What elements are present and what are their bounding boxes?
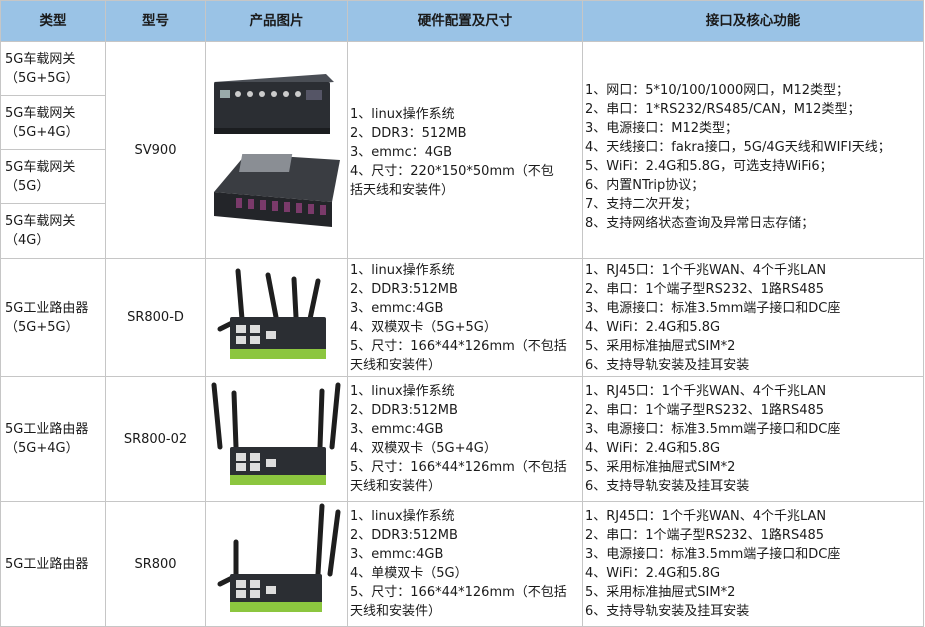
features-cell: 1、网口：5*10/100/1000网口，M12类型； 2、串口：1*RS232…: [582, 41, 924, 259]
hardware-cell: 1、linux操作系统 2、DDR3:512MB 3、emmc:4GB 4、单模…: [347, 501, 583, 627]
type-cell: 5G工业路由器 （5G+4G）: [0, 376, 106, 502]
gateway-device-image: [214, 74, 340, 227]
header-hardware: 硬件配置及尺寸: [347, 0, 583, 42]
features-cell: 1、RJ45口：1个千兆WAN、4个千兆LAN 2、串口：1个端子型RS232、…: [582, 376, 924, 502]
hardware-cell: 1、linux操作系统 2、DDR3：512MB 3、emmc：4GB 4、尺寸…: [347, 41, 583, 259]
type-cell: 5G车载网关 （5G+5G） 5G车载网关 （5G+4G） 5G车载网关 （5G…: [0, 41, 106, 259]
header-features: 接口及核心功能: [582, 0, 924, 42]
header-type: 类型: [0, 0, 106, 42]
table-row: 5G工业路由器 （5G+5G） SR800-D 1、linux操作系统 2、DD…: [0, 258, 924, 377]
router-device-image: [217, 503, 341, 612]
type-variant: 5G车载网关 （4G）: [5, 213, 76, 248]
router-device-image: [217, 268, 326, 359]
header-model: 型号: [105, 0, 206, 42]
table-row: 5G车载网关 （5G+5G） 5G车载网关 （5G+4G） 5G车载网关 （5G…: [0, 41, 924, 259]
features-cell: 1、RJ45口：1个千兆WAN、4个千兆LAN 2、串口：1个端子型RS232、…: [582, 258, 924, 377]
type-cell: 5G工业路由器 （5G+5G）: [0, 258, 106, 377]
features-cell: 1、RJ45口：1个千兆WAN、4个千兆LAN 2、串口：1个端子型RS232、…: [582, 501, 924, 627]
model-cell: SR800-D: [105, 258, 206, 377]
type-cell: 5G工业路由器: [0, 501, 106, 627]
product-image-cell: [205, 501, 348, 627]
header-row: 类型 型号 产品图片 硬件配置及尺寸 接口及核心功能: [0, 0, 924, 42]
model-cell: SR800: [105, 501, 206, 627]
table-row: 5G工业路由器 SR800 1、linux操作系统 2、DDR3:512MB 3…: [0, 501, 924, 627]
product-image-cell: [205, 41, 348, 259]
hardware-cell: 1、linux操作系统 2、DDR3:512MB 3、emmc:4GB 4、双模…: [347, 376, 583, 502]
header-image: 产品图片: [205, 0, 348, 42]
product-image-cell: [205, 376, 348, 502]
hardware-cell: 1、linux操作系统 2、DDR3:512MB 3、emmc:4GB 4、双模…: [347, 258, 583, 377]
type-variant: 5G车载网关 （5G）: [1, 150, 105, 204]
router-device-image: [211, 382, 341, 485]
type-variant: 5G车载网关 （5G+4G）: [1, 96, 105, 150]
table-row: 5G工业路由器 （5G+4G） SR800-02 1、linux操作系统 2、D…: [0, 376, 924, 502]
model-cell: SR800-02: [105, 376, 206, 502]
type-variant: 5G车载网关 （5G+5G）: [1, 42, 105, 96]
product-image-cell: [205, 258, 348, 377]
model-cell: SV900: [105, 41, 206, 259]
